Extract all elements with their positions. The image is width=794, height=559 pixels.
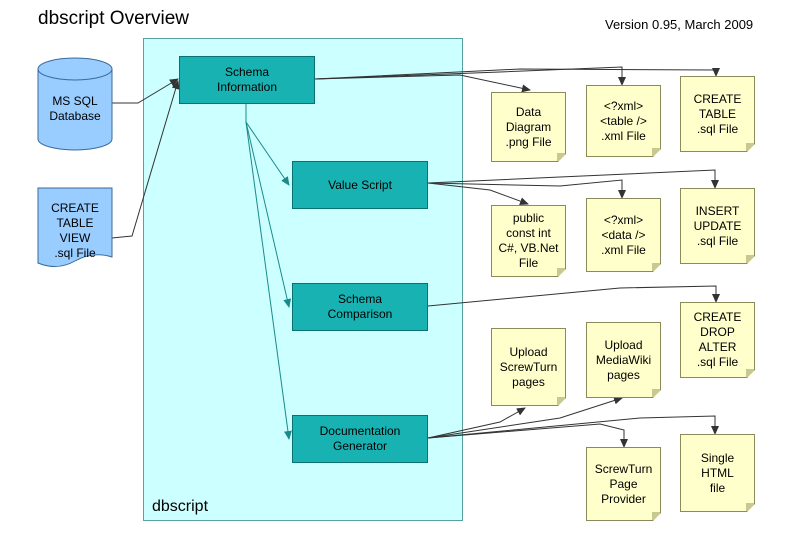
create-table-sql-output: CREATE TABLE .sql File	[680, 76, 755, 152]
database-label: MS SQL Database	[49, 94, 101, 123]
sql-input-file-node: CREATE TABLE VIEW .sql File	[37, 187, 113, 273]
xml-table-output: <?xml> <table /> .xml File	[586, 85, 661, 157]
edge-comparison-to-create-drop	[427, 285, 720, 307]
single-html-output: Single HTML file	[680, 434, 755, 512]
create-table-sql-label: CREATE TABLE .sql File	[693, 91, 742, 136]
sql-input-file-label: CREATE TABLE VIEW .sql File	[51, 201, 99, 260]
screwturn-provider-output: ScrewTurn Page Provider	[586, 447, 661, 521]
ms-sql-database-node: MS SQL Database	[37, 57, 113, 151]
xml-data-label: <?xml> <data /> .xml File	[601, 212, 646, 257]
edge-docgen-to-single-html	[427, 415, 719, 439]
insert-update-sql-label: INSERT UPDATE .sql File	[693, 203, 742, 248]
diagram-title: dbscript Overview	[38, 8, 189, 29]
database-cylinder-icon	[37, 57, 113, 151]
schema-information-process: Schema Information	[179, 56, 315, 104]
public-const-label: public const int C#, VB.Net File	[498, 211, 559, 270]
upload-mediawiki-output: Upload MediaWiki pages	[586, 322, 661, 398]
create-drop-alter-sql-label: CREATE DROP ALTER .sql File	[693, 310, 742, 369]
schema-information-label: Schema Information	[216, 65, 278, 94]
schema-comparison-label: Schema Comparison	[327, 292, 393, 321]
schema-comparison-process: Schema Comparison	[292, 283, 428, 331]
xml-table-label: <?xml> <table /> .xml File	[600, 98, 647, 143]
insert-update-sql-output: INSERT UPDATE .sql File	[680, 188, 755, 264]
version-label: Version 0.95, March 2009	[605, 17, 754, 32]
edge-value-to-insert-update	[427, 169, 719, 189]
single-html-label: Single HTML file	[700, 450, 735, 495]
create-drop-alter-sql-output: CREATE DROP ALTER .sql File	[680, 302, 755, 378]
screwturn-provider-label: ScrewTurn Page Provider	[594, 461, 653, 506]
upload-screwturn-output: Upload ScrewTurn pages	[491, 328, 566, 406]
data-diagram-label: Data Diagram .png File	[505, 104, 552, 149]
data-diagram-output: Data Diagram .png File	[491, 92, 566, 162]
sql-document-icon	[37, 187, 113, 267]
upload-mediawiki-label: Upload MediaWiki pages	[595, 337, 652, 382]
value-script-label: Value Script	[328, 177, 392, 192]
public-const-output: public const int C#, VB.Net File	[491, 205, 566, 277]
value-script-process: Value Script	[292, 161, 428, 209]
upload-screwturn-label: Upload ScrewTurn pages	[499, 344, 558, 389]
documentation-generator-process: Documentation Generator	[292, 415, 428, 463]
documentation-generator-label: Documentation Generator	[319, 424, 401, 453]
container-label: dbscript	[152, 498, 209, 515]
xml-data-output: <?xml> <data /> .xml File	[586, 198, 661, 272]
